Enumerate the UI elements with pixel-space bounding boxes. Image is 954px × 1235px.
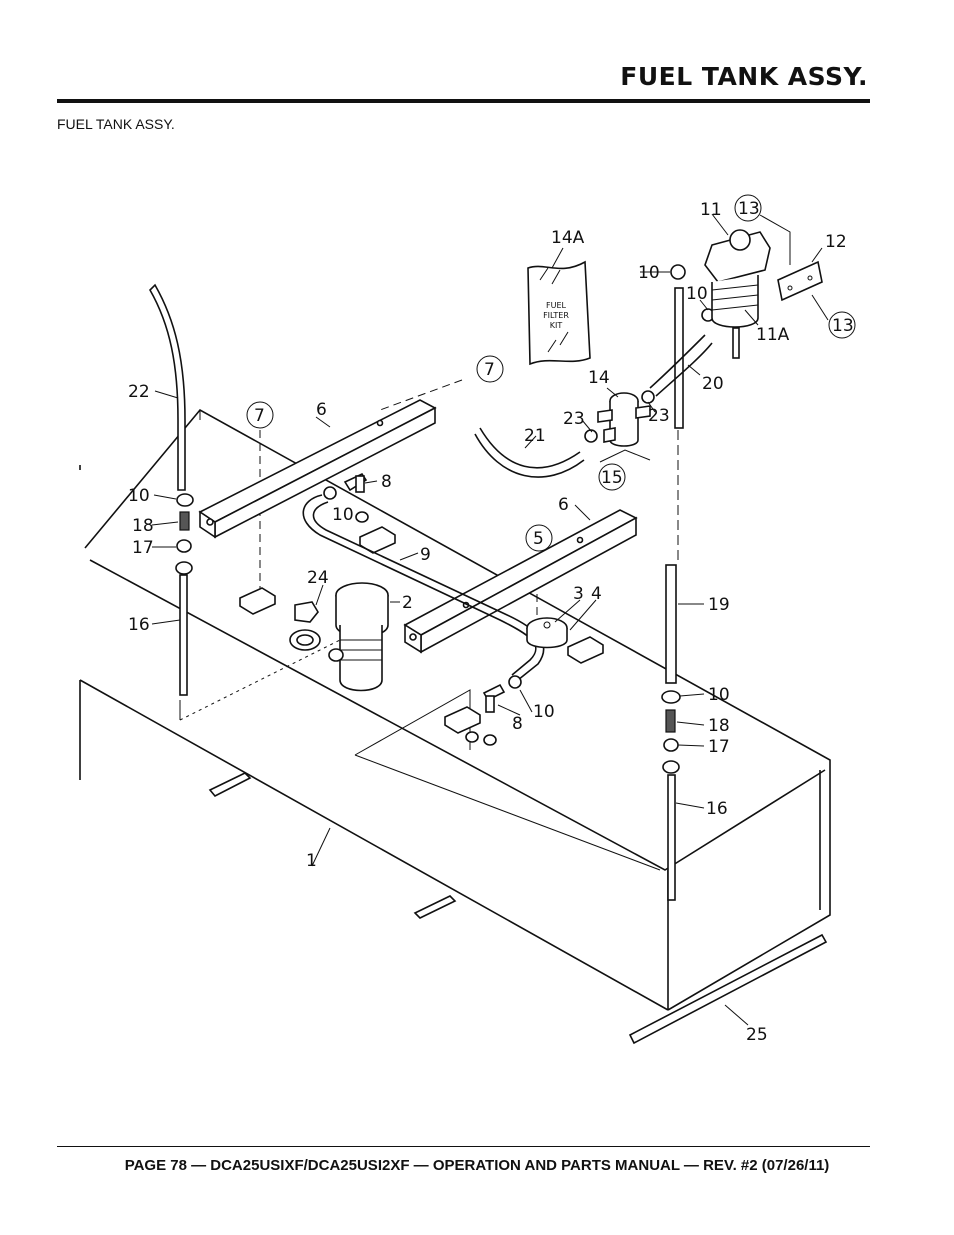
callout-25: 25 [746, 1025, 768, 1045]
callout-14a: 14A [551, 228, 585, 248]
kit-label-line-3: KIT [550, 321, 563, 330]
callout-16-left: 16 [128, 615, 150, 635]
callout-circles [246, 194, 856, 552]
fuel-hose-20 [649, 334, 713, 397]
page-title: FUEL TANK ASSY. [620, 62, 868, 91]
right-return-assembly [661, 287, 684, 901]
callout-8-lower: 8 [512, 714, 523, 734]
tank-feet [208, 772, 457, 919]
callout-24: 24 [307, 568, 329, 588]
left-suction-assembly [149, 283, 194, 696]
callout-10-filter-top: 10 [638, 263, 660, 283]
callout-6-left: 6 [316, 400, 327, 420]
callout-23-left: 23 [563, 409, 585, 429]
callout-23-right: 23 [648, 406, 670, 426]
callout-10-right: 10 [708, 685, 730, 705]
elbow-fittings [343, 472, 506, 746]
fuel-filter-11 [704, 229, 771, 359]
callout-3: 3 [573, 584, 584, 604]
callout-2: 2 [402, 593, 413, 613]
callout-15: 15 [601, 468, 623, 488]
callout-21: 21 [524, 426, 546, 446]
callout-7-left: 7 [254, 406, 265, 426]
mounting-bracket-right [403, 509, 638, 654]
callout-1: 1 [306, 851, 317, 871]
callout-11: 11 [700, 200, 722, 220]
callout-4: 4 [591, 584, 602, 604]
hose-clamp-top [670, 264, 686, 280]
callout-13-top: 13 [738, 199, 760, 219]
callout-9: 9 [420, 545, 431, 565]
fuel-filter-kit-bag: FUEL FILTER KIT [527, 260, 591, 366]
callout-10-filter: 10 [686, 284, 708, 304]
callout-10-left: 10 [128, 486, 150, 506]
callout-17-right: 17 [708, 737, 730, 757]
rubber-strip-25 [628, 933, 828, 1045]
kit-label-line-2: FILTER [543, 311, 569, 320]
fuel-hose-21 [474, 427, 585, 478]
water-separator-14 [584, 390, 655, 447]
callout-16-right: 16 [706, 799, 728, 819]
filler-neck-24 [289, 601, 344, 662]
callout-19: 19 [708, 595, 730, 615]
filter-bracket-12 [777, 260, 823, 302]
fuel-cap-2 [335, 582, 389, 692]
mounting-bracket-left [198, 399, 437, 539]
callout-8-upper: 8 [381, 472, 392, 492]
callout-10-lower: 10 [533, 702, 555, 722]
page-footer: PAGE 78 — DCA25USIXF/DCA25USI2XF — OPERA… [124, 1157, 830, 1174]
callout-17-left: 17 [132, 538, 154, 558]
callout-13-bottom: 13 [832, 316, 854, 336]
fuel-tank-exploded-diagram: FUEL FILTER KIT [79, 194, 856, 1045]
callout-7-right: 7 [484, 360, 495, 380]
callout-18-right: 18 [708, 716, 730, 736]
callout-18-left: 18 [132, 516, 154, 536]
callout-11a: 11A [756, 325, 790, 345]
callout-20: 20 [702, 374, 724, 394]
fuel-hose-9 [302, 486, 545, 689]
callout-labels: 22 10 18 17 16 7 6 7 8 10 9 24 2 5 6 3 4… [128, 199, 854, 1045]
footer-rule [57, 1146, 870, 1147]
callout-10-hose: 10 [332, 505, 354, 525]
fuel-gauge-3 [526, 617, 568, 649]
bracket-clips [239, 526, 604, 734]
callout-5: 5 [533, 529, 544, 549]
callout-12: 12 [825, 232, 847, 252]
callout-22: 22 [128, 382, 150, 402]
kit-label-line-1: FUEL [546, 301, 567, 310]
leader-lines [151, 213, 829, 1026]
header-rule [57, 99, 870, 103]
section-subtitle: FUEL TANK ASSY. [57, 116, 175, 132]
callout-6-right: 6 [558, 495, 569, 515]
callout-14: 14 [588, 368, 610, 388]
fuel-tank-body [79, 408, 831, 1011]
